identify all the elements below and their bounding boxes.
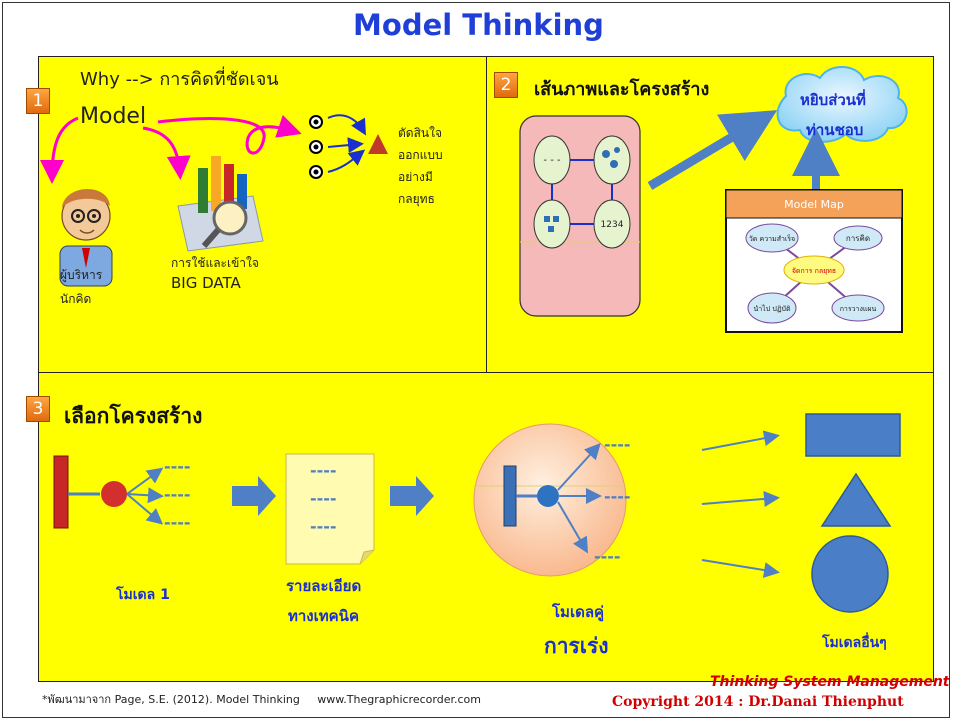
to-pair-arrow bbox=[390, 476, 434, 516]
model-map-header bbox=[725, 189, 903, 219]
pair-dash-1: ---- bbox=[604, 435, 631, 454]
tech-dash-1: ---- bbox=[310, 461, 337, 480]
pair-dash-3: ---- bbox=[594, 547, 621, 566]
pair-line-2: การเร่ง bbox=[544, 634, 609, 658]
tech-line-2: ทางเทคนิค bbox=[288, 607, 359, 625]
node-dashes-text: - - - bbox=[543, 155, 561, 166]
model1-node bbox=[101, 481, 127, 507]
panel2-graphics: - - - 1234 Model Map วัด ความสำเร็จ การค… bbox=[519, 65, 908, 333]
brand-name: Thinking System Management bbox=[710, 674, 950, 690]
panel1-number-badge: 1 bbox=[26, 88, 50, 114]
tech-dash-2: ---- bbox=[310, 489, 337, 508]
big-data-chart-icon bbox=[177, 156, 264, 252]
manager-line-2: นักคิด bbox=[60, 292, 92, 306]
cloud-line-1: หยิบส่วนที่ bbox=[800, 91, 866, 109]
tech-line-1: รายละเอียด bbox=[286, 577, 362, 595]
node-squares bbox=[533, 199, 571, 249]
map-node-success: วัด ความสำเร็จ bbox=[749, 234, 795, 243]
panel3-number-badge: 3 bbox=[26, 396, 50, 422]
model-to-bigdata-arrow bbox=[142, 126, 191, 180]
manager-thinker-icon bbox=[59, 188, 113, 287]
panel2-number-badge: 2 bbox=[494, 72, 518, 98]
copyright: Copyright 2014 : Dr.Danai Thienphut bbox=[612, 694, 904, 710]
model1-dash-3: ---- bbox=[164, 513, 191, 532]
tech-dash-3: ---- bbox=[310, 517, 337, 536]
map-center-strategy: จัดการ กลยุทธ bbox=[792, 267, 836, 275]
decision-line-3: อย่างมี bbox=[398, 170, 433, 184]
to-cloud-arrow bbox=[647, 110, 778, 190]
node-number-text: 1234 bbox=[601, 220, 624, 230]
model1-dash-1: ---- bbox=[164, 457, 191, 476]
circle-model-shape bbox=[811, 535, 889, 613]
bigdata-line-1: การใช้และเข้าใจ bbox=[171, 256, 259, 270]
model1-bar bbox=[53, 455, 69, 529]
pair-node bbox=[537, 485, 559, 507]
node-dots bbox=[593, 135, 631, 185]
to-tech-arrow bbox=[232, 476, 276, 516]
pair-bar bbox=[503, 465, 517, 527]
panel1-graphics bbox=[40, 114, 388, 287]
model-label: Model bbox=[80, 104, 147, 129]
triangle-model-shape bbox=[820, 472, 892, 527]
cloud-line-2: ท่านชอบ bbox=[806, 121, 864, 139]
strategy-pyramid-icon bbox=[368, 134, 388, 154]
map-node-planning: การวางแผน bbox=[840, 305, 877, 313]
source-credit: *พัฒนามาจาก Page, S.E. (2012). Model Thi… bbox=[42, 693, 481, 706]
node-number bbox=[593, 199, 631, 249]
panel3-graphics: ---- ---- ---- ---- ---- ---- ---- ---- … bbox=[53, 413, 901, 613]
panel2-heading: เส้นภาพและโครงสร้าง bbox=[534, 79, 710, 100]
input-bullets bbox=[309, 115, 323, 179]
pair-line-1: โมเดลคู่ bbox=[552, 603, 605, 621]
model1-label: โมเดล 1 bbox=[116, 587, 170, 603]
others-label: โมเดลอื่นๆ bbox=[822, 635, 887, 651]
panel3-heading: เลือกโครงสร้าง bbox=[64, 404, 203, 428]
decision-line-4: กลยุทธ bbox=[398, 192, 435, 206]
model-to-manager-arrow bbox=[40, 116, 79, 184]
manager-line-1: ผู้บริหาร bbox=[60, 268, 103, 282]
pair-dash-2: ---- bbox=[604, 487, 631, 506]
model-to-decision-arrow bbox=[157, 114, 302, 155]
bigdata-line-2: BIG DATA bbox=[171, 274, 241, 292]
model-map-title: Model Map bbox=[784, 198, 844, 211]
model1-dash-2: ---- bbox=[164, 485, 191, 504]
page-title: Model Thinking bbox=[353, 8, 604, 42]
rectangle-model-shape bbox=[805, 413, 901, 457]
map-node-thinking: การคิด bbox=[846, 234, 870, 243]
decision-line-2: ออกแบบ bbox=[398, 148, 443, 162]
node-dashes bbox=[533, 135, 571, 185]
map-node-implement: นำไป ปฏิบัติ bbox=[753, 304, 790, 313]
decision-line-1: ตัดสินใจ bbox=[398, 126, 443, 140]
why-label: Why --> การคิดที่ชัดเจน bbox=[80, 69, 279, 90]
